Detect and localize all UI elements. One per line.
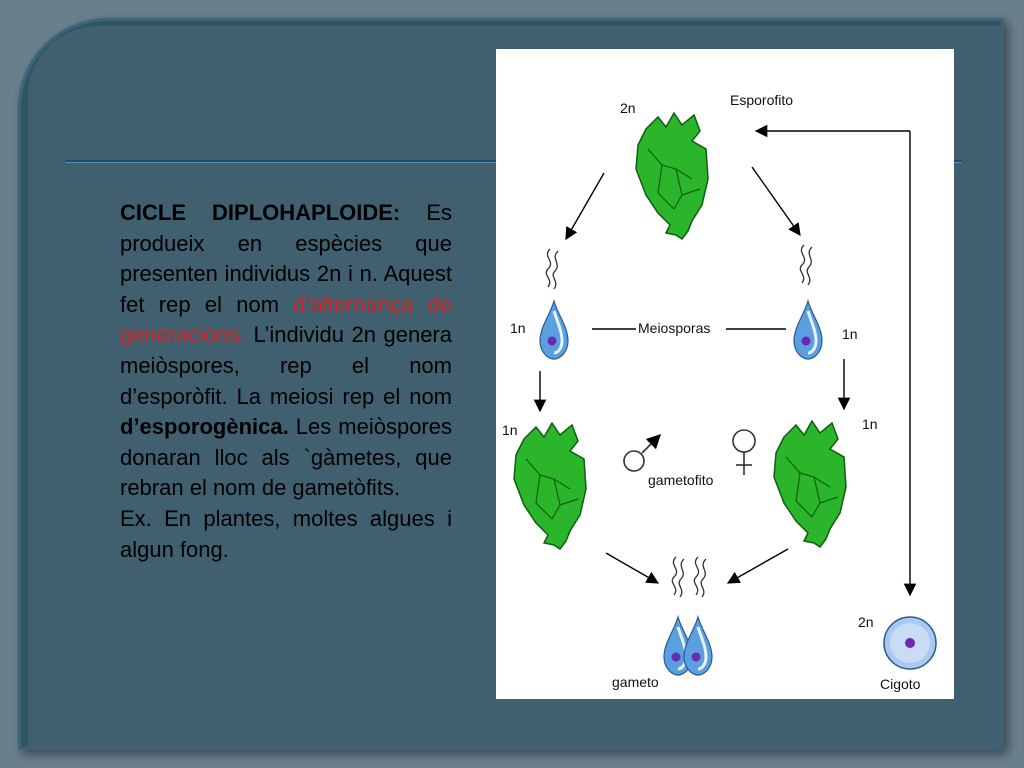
arrow-left-to-gamete xyxy=(605,552,660,584)
sporophyte-plant-icon xyxy=(635,112,709,240)
gamete-right-icon xyxy=(682,615,714,677)
label-meiosporas: Meiosporas xyxy=(638,320,710,336)
title-text: CICLE DIPLOHAPLOIDE: xyxy=(120,200,401,225)
label-gameto: gameto xyxy=(612,674,659,690)
arrow-left-down xyxy=(565,172,605,241)
paragraph-example: Ex. En plantes, moltes algues i algun fo… xyxy=(120,505,452,562)
gamete-squiggle xyxy=(671,556,685,598)
meiospore-left-icon xyxy=(538,299,570,361)
label-1n-right2: 1n xyxy=(862,416,878,432)
text-bold: d’esporogènica. xyxy=(120,414,289,440)
gamete-squiggle-2 xyxy=(693,556,707,598)
arrow-right-down xyxy=(751,166,801,237)
text-line3: Les meiòspores donaran lloc als `gàmetes… xyxy=(120,414,452,501)
label-2n-bottom: 2n xyxy=(858,614,874,630)
label-1n-right: 1n xyxy=(842,326,858,342)
label-gametofito: gametofito xyxy=(648,472,714,488)
body-text: CICLE DIPLOHAPLOIDE: Es produeix en espè… xyxy=(120,198,452,565)
label-esporofito: Esporofito xyxy=(730,92,793,108)
label-cigoto: Cigoto xyxy=(880,676,921,692)
text-red: d’alternança de generacions. xyxy=(120,291,452,348)
meiospore-right-icon xyxy=(792,299,824,361)
zygote-icon xyxy=(883,616,937,670)
male-symbol-icon xyxy=(623,433,662,472)
gametophyte-right-icon xyxy=(773,420,847,548)
label-1n-left: 1n xyxy=(510,320,526,336)
text-line2: L’individu 2n genera meiòspores, rep el … xyxy=(120,322,452,409)
paragraph-main: CICLE DIPLOHAPLOIDE: Es produeix en espè… xyxy=(120,198,452,504)
diagram-svg: 2n Esporofito 1n 1n Meiosporas 1n 1n xyxy=(502,92,937,692)
gametophyte-left-icon xyxy=(513,422,587,550)
meiospore-left-squiggle xyxy=(545,248,559,290)
text-line1: Es produeix en espècies que presenten in… xyxy=(120,200,452,317)
label-1n-left2: 1n xyxy=(502,422,518,438)
label-2n-top: 2n xyxy=(620,100,636,116)
female-symbol-icon xyxy=(732,429,756,475)
meiospore-right-squiggle xyxy=(799,244,813,286)
life-cycle-diagram: 2n Esporofito 1n 1n Meiosporas 1n 1n xyxy=(496,49,954,699)
arrow-right-to-gamete xyxy=(726,548,789,584)
